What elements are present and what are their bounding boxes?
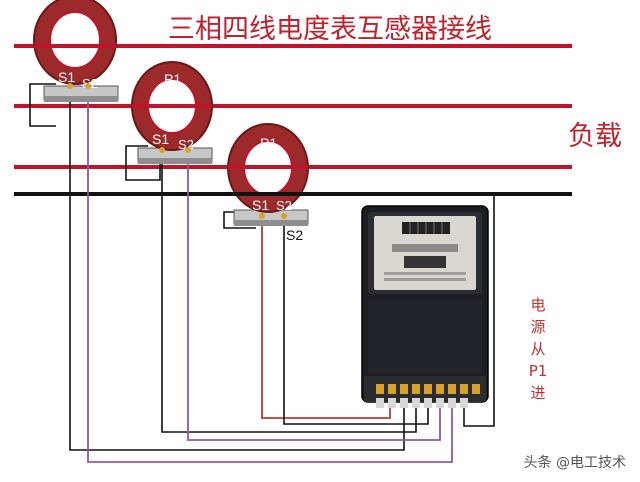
ct1-p1-label: P1 [66,13,83,29]
ct1-s2-label: S2 [82,76,98,91]
ct2-s1-terminal [159,147,165,153]
power-source-note: 电 源 从 P1 进 [524,294,552,404]
ct2-loop-wire [125,145,161,181]
watermark: 头条 @电工技术 [523,455,626,471]
current-transformer-3: P1 S1 S2 S2 [227,123,309,243]
meter-rotor-window [404,256,446,268]
voltage-neutral-wire [463,194,495,427]
ct3-s1-wire [261,218,391,419]
ct3-s2-terminal [281,213,287,219]
ct1-loop-wire [29,83,56,127]
ct2-s2-wire [187,152,441,441]
diagram-title: 三相四线电度表互感器接线 [168,14,492,45]
side-note-char: 进 [530,384,546,402]
ct2-s2-terminal [185,147,191,153]
ct1-s2-wire [87,84,453,463]
meter-faceplate [374,216,476,290]
ct3-p1-label: P1 [260,135,277,151]
ct1-s1-terminal [67,83,73,89]
ct1-s1-wire [69,86,405,451]
side-note-char: P1 [528,362,548,380]
current-transformer-2: P1 S1 S2 [131,61,213,164]
energy-meter [361,205,489,408]
side-note-char: 电 [530,296,546,314]
ct3-s2-wire [283,218,429,425]
ct3-s1-terminal [259,213,265,219]
ct2-s1-label: S1 [152,131,169,147]
side-note-char: 源 [530,318,546,336]
ct3-s2-label: S2 [276,198,292,213]
ct2-s1-wire [161,152,417,433]
ct3-s2-extra-label: S2 [286,227,303,243]
ct1-s1-label: S1 [58,69,75,85]
ct2-p1-label: P1 [164,71,181,87]
ct3-s1-label: S1 [252,197,269,213]
load-label: 负载 [568,121,622,152]
side-note-char: 从 [530,340,546,358]
current-transformer-1: P1 S1 S2 [33,0,119,102]
ct1-s2-terminal [85,83,91,89]
